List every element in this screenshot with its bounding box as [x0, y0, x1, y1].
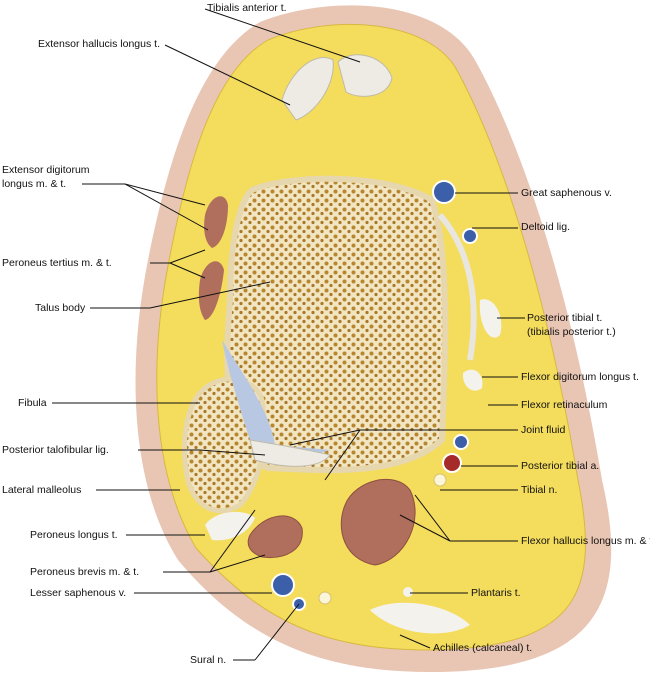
- label-great-saphenous: Great saphenous v.: [521, 187, 612, 199]
- label-extensor-digitorum-1: Extensor digitorum: [2, 164, 90, 176]
- label-achilles: Achilles (calcaneal) t.: [433, 642, 533, 654]
- label-posterior-talofibular: Posterior talofibular lig.: [2, 444, 109, 456]
- peroneus-longus-tendon: [205, 511, 255, 541]
- tibialis-anterior-tendon: [337, 54, 393, 97]
- tibial-nerve: [433, 473, 447, 487]
- label-posterior-tibial-t-1: Posterior tibial t.: [527, 312, 603, 324]
- label-deltoid: Deltoid lig.: [521, 221, 571, 233]
- flexor-digitorum-tendon: [462, 369, 483, 391]
- posterior-tibial-tendon: [479, 299, 502, 338]
- vein-small: [462, 228, 478, 244]
- label-joint-fluid: Joint fluid: [521, 424, 566, 436]
- posterior-talofibular-ligament: [249, 439, 331, 467]
- label-posterior-tibial-a: Posterior tibial a.: [521, 460, 600, 472]
- label-extensor-hallucis: Extensor hallucis longus t.: [38, 38, 160, 50]
- leader-lines: [52, 8, 525, 661]
- peroneus-tertius-muscle: [198, 261, 224, 320]
- label-lesser-saphenous: Lesser saphenous v.: [30, 587, 127, 599]
- label-peroneus-longus: Peroneus longus t.: [30, 529, 118, 541]
- label-talus-body: Talus body: [35, 302, 86, 314]
- posterior-tibial-vein: [453, 434, 469, 450]
- label-plantaris: Plantaris t.: [471, 587, 521, 599]
- label-tibial-n: Tibial n.: [521, 484, 558, 496]
- label-posterior-tibial-t-2: (tibialis posterior t.): [527, 326, 616, 338]
- label-tibialis-anterior: Tibialis anterior t.: [207, 2, 287, 14]
- joint-fluid: [222, 340, 330, 456]
- flexor-hallucis-muscle: [340, 478, 416, 566]
- extensor-digitorum-muscle: [204, 196, 228, 248]
- extensor-hallucis-tendon: [281, 57, 334, 121]
- lesser-saphenous-vein: [271, 573, 295, 597]
- talus-body: [224, 175, 449, 474]
- plantaris-tendon: [403, 587, 413, 597]
- great-saphenous-vein: [432, 180, 456, 204]
- label-flexor-digitorum: Flexor digitorum longus t.: [521, 371, 639, 383]
- label-flexor-retinaculum: Flexor retinaculum: [521, 399, 608, 411]
- sural-nerve: [318, 591, 332, 605]
- achilles-tendon: [370, 602, 470, 634]
- label-lateral-malleolus: Lateral malleolus: [2, 484, 82, 496]
- label-fibula: Fibula: [18, 397, 47, 409]
- label-peroneus-tertius: Peroneus tertius m. & t.: [2, 257, 112, 269]
- peroneus-brevis-muscle: [247, 515, 303, 559]
- label-flexor-hallucis: Flexor hallucis longus m. & t.: [521, 535, 650, 547]
- label-sural: Sural n.: [190, 654, 227, 666]
- posterior-tibial-artery: [442, 453, 462, 473]
- label-peroneus-brevis: Peroneus brevis m. & t.: [30, 566, 140, 578]
- label-extensor-digitorum-2: longus m. & t.: [2, 178, 67, 190]
- deltoid-ligament: [437, 213, 477, 361]
